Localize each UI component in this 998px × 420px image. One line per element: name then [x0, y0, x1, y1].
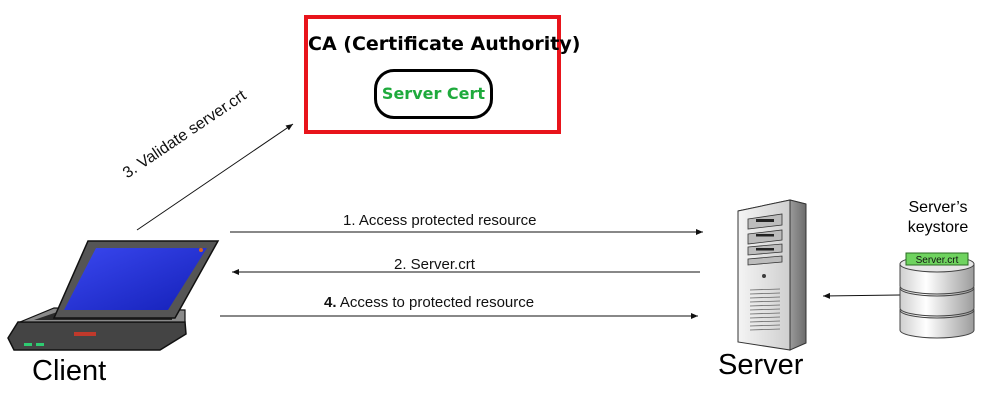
keystore-label-line1: Server’s: [908, 199, 968, 216]
ca-title: CA (Certificate Authority): [308, 33, 581, 55]
step-4-number: 4.: [324, 294, 337, 311]
keystore-tag-label: Server.crt: [916, 255, 959, 266]
client-label: Client: [32, 355, 107, 387]
server-tower-icon: [737, 199, 807, 351]
server-cert-label: Server Cert: [381, 84, 486, 103]
arrow-validate-server-crt: [136, 123, 294, 231]
step-4-text: Access to protected resource: [336, 294, 535, 311]
step-2-label: 2. Server.crt: [394, 256, 475, 273]
step-4-label: 4. Access to protected resource: [324, 294, 534, 311]
server-cert-badge: Server Cert: [374, 69, 493, 119]
server-label: Server: [718, 349, 804, 381]
laptop-icon: [7, 240, 220, 351]
keystore-label: Server’s keystore: [893, 198, 983, 238]
ca-box: CA (Certificate Authority) Server Cert: [304, 15, 581, 134]
keystore-label-line2: keystore: [907, 219, 969, 236]
arrow-keystore-to-server: [822, 292, 901, 299]
database-icon: Server.crt: [899, 252, 975, 339]
step-1-label: 1. Access protected resource: [343, 212, 537, 229]
